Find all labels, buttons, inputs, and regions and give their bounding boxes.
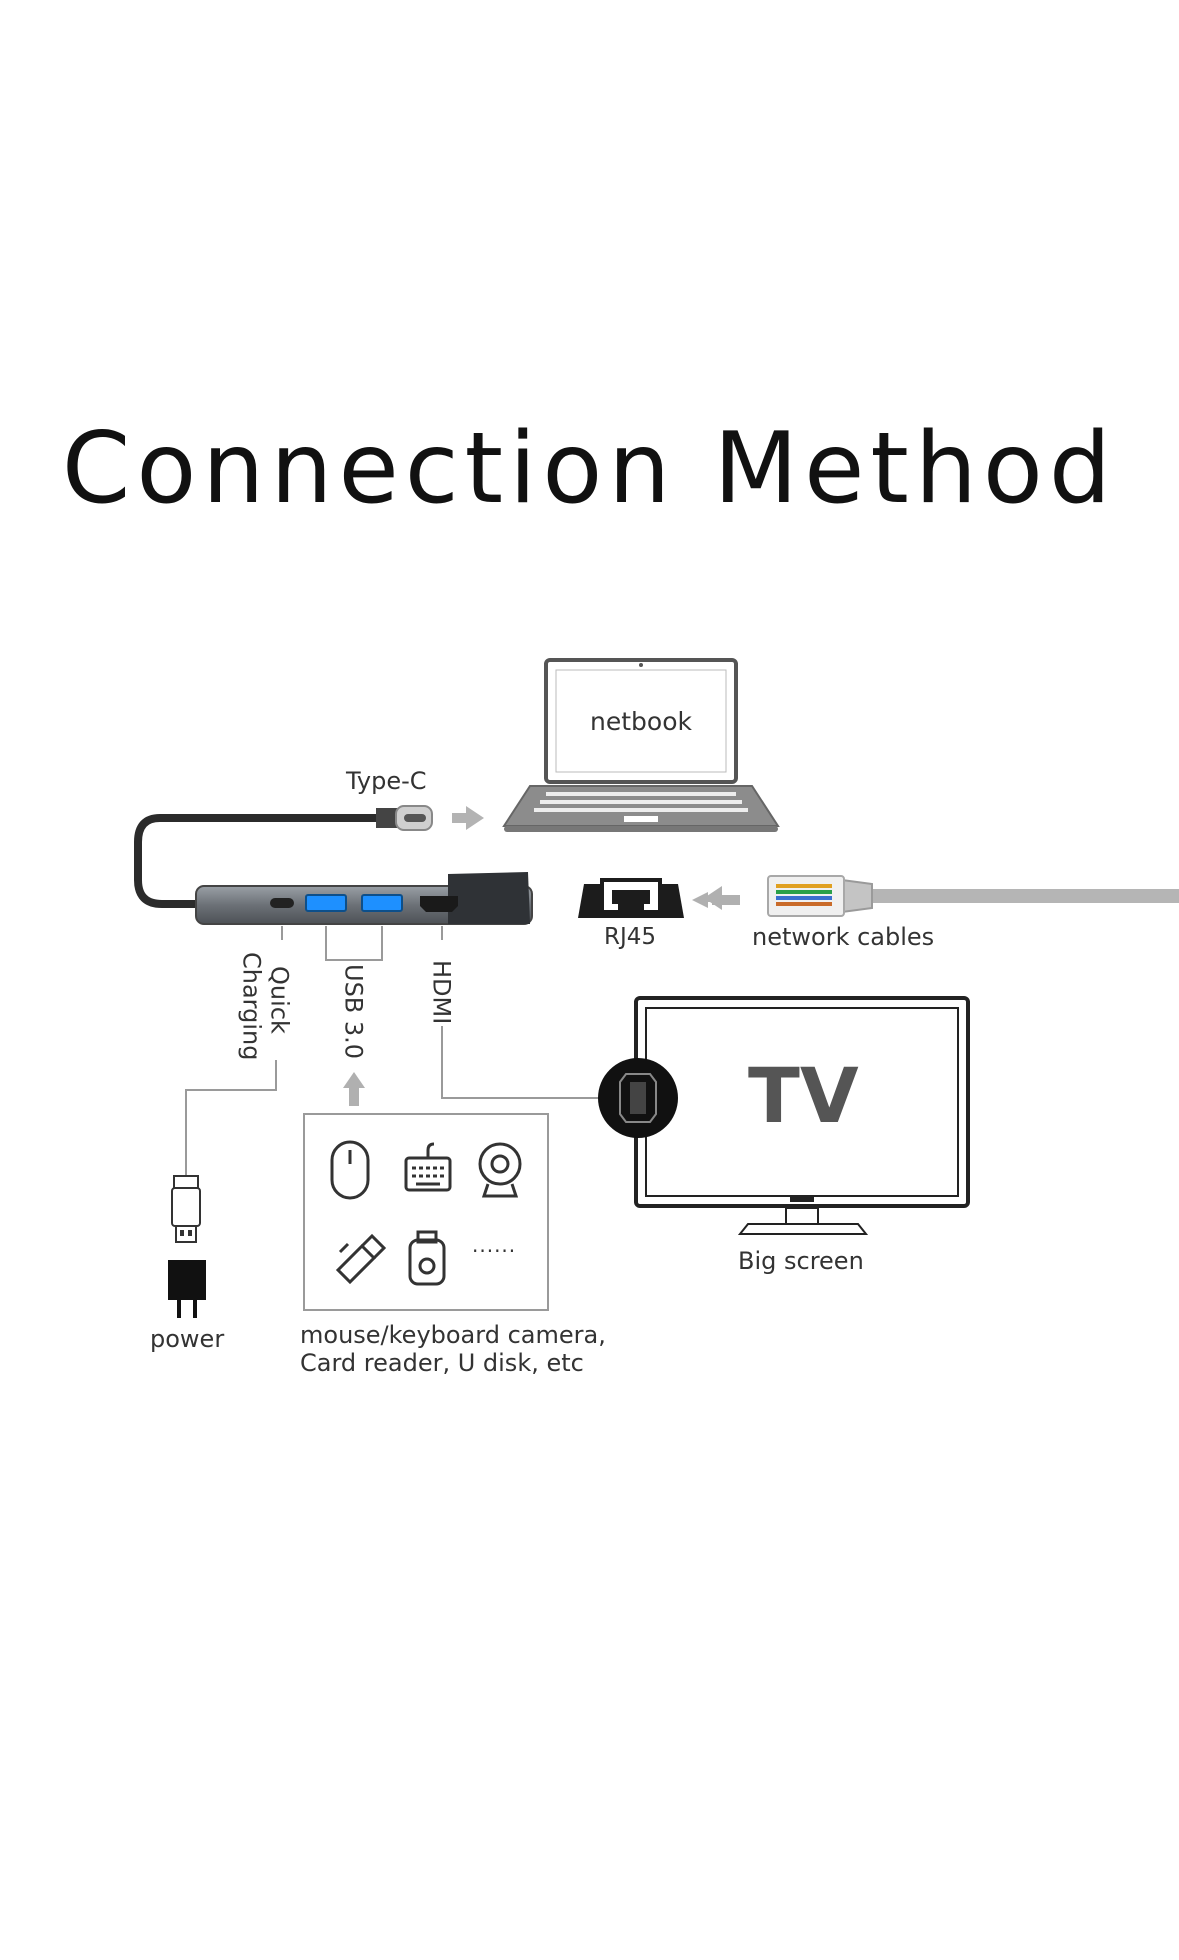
peripherals-label-line2: Card reader, U disk, etc [300,1349,584,1377]
arrow-icon [692,886,740,910]
arrow-icon [452,806,484,830]
rj45-label: RJ45 [604,924,657,950]
connector-lines [185,926,602,1311]
usb-a-plug-icon [171,1175,201,1243]
webcam-icon [478,1142,522,1198]
rj45-port-icon [578,878,684,918]
card-reader-icon [408,1230,446,1286]
usb-stick-icon [335,1233,387,1285]
page-title: Connection Method [61,412,1118,526]
network-cables-label: network cables [752,923,935,951]
quick-charging-label-line1: Quick [265,966,294,1034]
usb-c-plug-icon [376,805,433,831]
keyboard-icon [404,1142,452,1192]
hdmi-port-icon [598,1058,678,1138]
power-label: power [150,1325,225,1353]
power-adapter-icon [168,1260,206,1318]
usb-c-cable [134,805,433,908]
usb3-label: USB 3.0 [339,964,368,1060]
tv-icon [634,996,970,1235]
ethernet-plug-icon [767,875,1179,917]
peripherals-label-line1: mouse/keyboard camera, [300,1321,606,1349]
hdmi-label: HDMI [427,960,456,1025]
quick-charging-label-line2: Charging [237,952,266,1061]
mouse-icon [330,1140,370,1200]
tv-label: TV [748,1051,859,1140]
big-screen-label: Big screen [738,1247,864,1275]
laptop-icon [502,658,780,832]
more-peripherals-dots: ...... [472,1233,517,1257]
arrow-icon [343,1072,365,1106]
usb-hub-icon [195,872,533,925]
type-c-label: Type-C [346,767,427,795]
netbook-label: netbook [590,707,692,736]
